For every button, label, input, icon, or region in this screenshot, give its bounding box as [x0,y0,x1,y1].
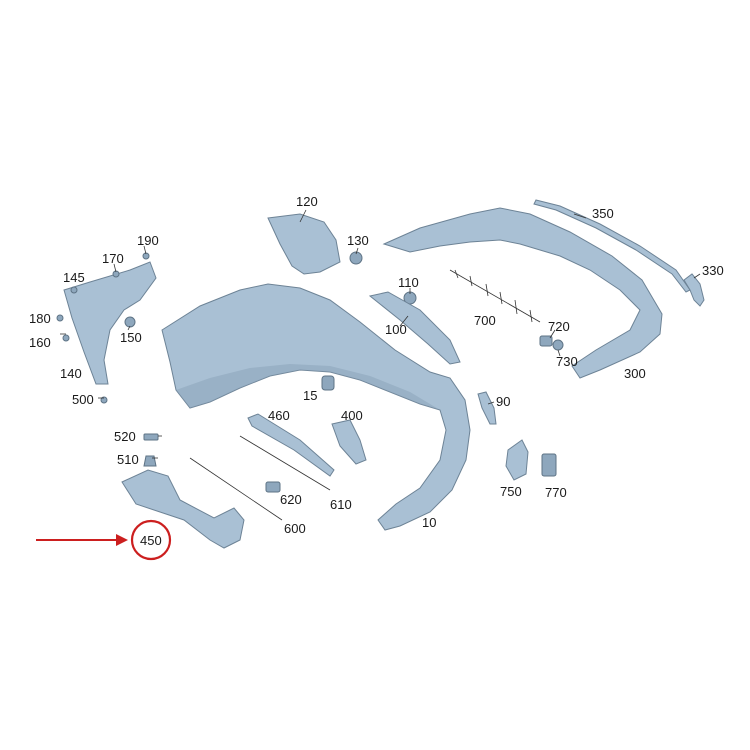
label-180: 180 [29,311,51,326]
label-190: 190 [137,233,159,248]
label-130: 130 [347,233,369,248]
part-145 [70,286,78,294]
label-620: 620 [280,492,302,507]
part-770-block [541,453,557,477]
label-100: 100 [385,322,407,337]
label-750: 750 [500,484,522,499]
label-600: 600 [284,521,306,536]
part-520 [143,433,159,441]
label-450-highlighted: 450 [140,533,162,548]
part-700-strips [449,269,541,323]
label-10: 10 [422,515,436,530]
label-120: 120 [296,194,318,209]
part-400-bracket [331,419,367,465]
part-180 [56,314,64,322]
label-15: 15 [303,388,317,403]
part-90-strip [477,391,497,425]
label-720: 720 [548,319,570,334]
label-145: 145 [63,270,85,285]
label-700: 700 [474,313,496,328]
part-160 [62,334,70,342]
label-160: 160 [29,335,51,350]
label-610: 610 [330,497,352,512]
part-130-sensor [349,251,363,265]
label-300: 300 [624,366,646,381]
part-510 [143,455,157,467]
highlight-circle [130,519,172,561]
part-500 [100,396,108,404]
part-720 [539,335,553,347]
part-150 [124,316,136,328]
label-400: 400 [341,408,363,423]
part-10-inner-shadow [176,364,440,410]
part-300-diffuser [382,207,663,379]
part-460-rail [247,413,335,477]
label-520: 520 [114,429,136,444]
part-730 [552,339,564,351]
part-600-rod [189,457,283,521]
part-750-holder [505,439,529,481]
part-15-plug [321,375,335,391]
part-450-bracket [121,469,245,549]
label-150: 150 [120,330,142,345]
label-350: 350 [592,206,614,221]
label-510: 510 [117,452,139,467]
part-330-trim [683,273,705,307]
label-500: 500 [72,392,94,407]
label-170: 170 [102,251,124,266]
part-140-support [63,261,157,385]
label-730: 730 [556,354,578,369]
part-620-clip [265,481,281,493]
label-140: 140 [60,366,82,381]
highlight-arrow-head [116,534,128,546]
label-330: 330 [702,263,724,278]
label-770: 770 [545,485,567,500]
part-100-bracket [368,291,461,365]
part-120-bracket [267,213,341,275]
part-350-trim-strip [533,199,691,293]
label-110: 110 [398,275,419,290]
leader-lines [60,209,701,459]
label-90: 90 [496,394,510,409]
label-460: 460 [268,408,290,423]
part-610-rod [239,435,331,491]
